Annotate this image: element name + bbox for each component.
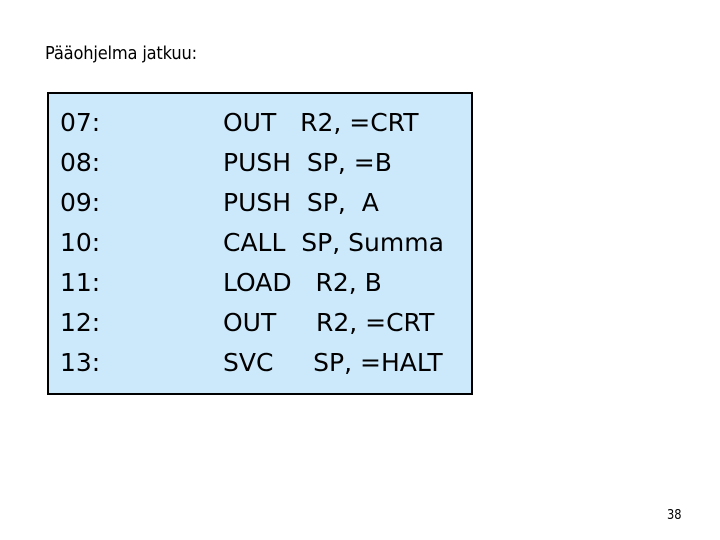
code-line-label: 07: (60, 108, 101, 137)
code-row: 12: OUT R2, =CRT (49, 303, 471, 343)
code-line-instruction: SVC SP, =HALT (223, 348, 443, 377)
code-line-label: 09: (60, 188, 101, 217)
code-row: 08: PUSH SP, =B (49, 143, 471, 183)
code-line-instruction: PUSH SP, A (223, 188, 379, 217)
code-line-label: 13: (60, 348, 101, 377)
code-line-instruction: PUSH SP, =B (223, 148, 392, 177)
code-line-label: 12: (60, 308, 101, 337)
code-row: 11: LOAD R2, B (49, 263, 471, 303)
code-line-label: 08: (60, 148, 101, 177)
code-line-instruction: OUT R2, =CRT (223, 108, 419, 137)
code-listing-box: 07: OUT R2, =CRT 08: PUSH SP, =B 09: PUS… (47, 92, 473, 395)
code-row: 09: PUSH SP, A (49, 183, 471, 223)
code-line-label: 10: (60, 228, 101, 257)
code-line-instruction: OUT R2, =CRT (223, 308, 435, 337)
code-line-instruction: CALL SP, Summa (223, 228, 444, 257)
page-number: 38 (667, 508, 682, 523)
code-row: 07: OUT R2, =CRT (49, 103, 471, 143)
code-listing-lines: 07: OUT R2, =CRT 08: PUSH SP, =B 09: PUS… (49, 94, 471, 383)
code-line-label: 11: (60, 268, 101, 297)
code-row: 13: SVC SP, =HALT (49, 343, 471, 383)
page-title: Pääohjelma jatkuu: (45, 44, 197, 64)
code-line-instruction: LOAD R2, B (223, 268, 382, 297)
code-row: 10: CALL SP, Summa (49, 223, 471, 263)
